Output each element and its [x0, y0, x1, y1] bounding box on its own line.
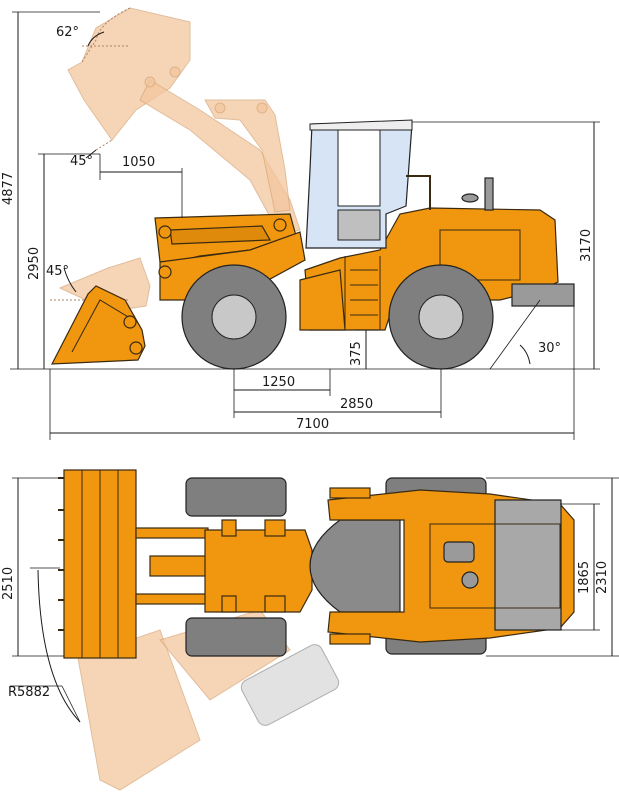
departure-angle-label: 30° — [538, 341, 561, 356]
reach-label: 1050 — [122, 155, 155, 170]
bucket — [50, 285, 146, 365]
front-frame — [135, 519, 313, 613]
front-wheel — [181, 264, 287, 370]
cab-height-label: 3170 — [579, 229, 594, 262]
front-right-tire — [185, 617, 287, 657]
cab — [305, 119, 431, 249]
side-dimensions — [10, 11, 600, 440]
rear-wheel — [388, 264, 494, 370]
turning-radius-label: R5882 — [8, 685, 50, 700]
angle-bucket-top-label: 62° — [56, 25, 79, 40]
hinge-height-label: 2950 — [27, 247, 42, 280]
ghost-raised-boom — [67, 7, 301, 236]
angle-rollback-label: 45° — [46, 264, 69, 279]
track-width-label: 1865 — [577, 561, 592, 594]
angle-dump-label: 45° — [70, 154, 93, 169]
top-dimensions — [10, 477, 619, 723]
bucket-width-label: 2510 — [1, 567, 16, 600]
rear-frame — [309, 487, 575, 645]
top-view: 2510 R5882 1865 2310 — [1, 469, 619, 791]
side-view: 62° 45° 1050 4877 2950 45° 3170 375 30° … — [1, 7, 600, 440]
total-height-label: 4877 — [1, 172, 16, 205]
wheelbase-label: 2850 — [340, 397, 373, 412]
front-left-tire — [185, 477, 287, 517]
overall-length-label: 7100 — [296, 417, 329, 432]
ground-clearance-label: 375 — [349, 341, 364, 366]
front-axle-offset-label: 1250 — [262, 375, 295, 390]
overall-width-label: 2310 — [595, 561, 610, 594]
bucket-top — [58, 469, 137, 659]
